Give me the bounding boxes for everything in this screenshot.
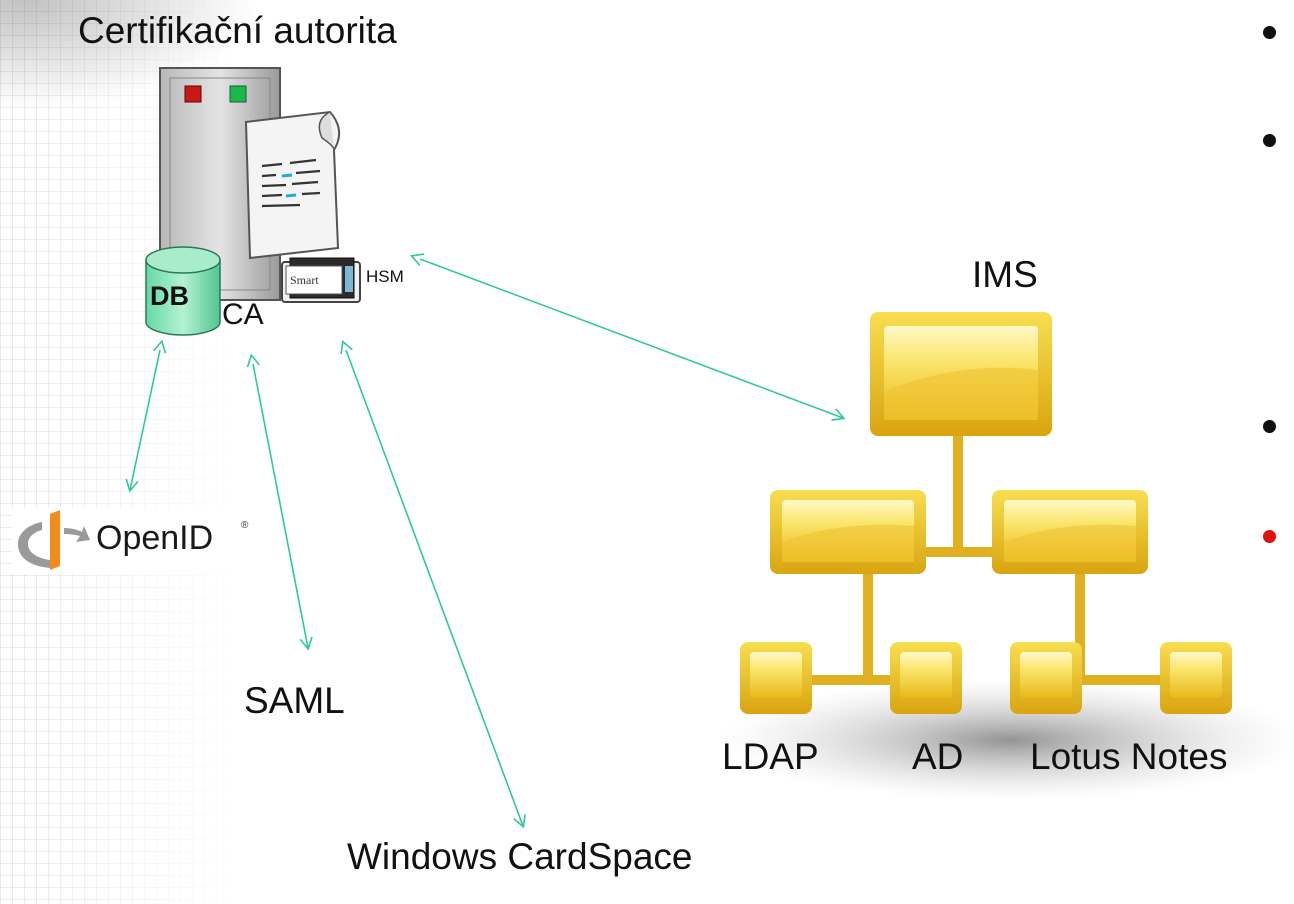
openid-logo: OpenID ® bbox=[12, 508, 262, 574]
openid-label: OpenID bbox=[96, 519, 214, 557]
ad-label: AD bbox=[912, 736, 964, 777]
db-label: DB bbox=[150, 281, 189, 311]
bullet-2 bbox=[1263, 134, 1276, 147]
ims-hierarchy-icon bbox=[720, 312, 1294, 800]
ca-label: CA bbox=[222, 298, 264, 331]
database-icon bbox=[145, 246, 221, 336]
arrow-hsm-ims bbox=[410, 253, 846, 421]
bullet-3 bbox=[1263, 420, 1276, 433]
ims-label: IMS bbox=[972, 254, 1038, 295]
hsm-label: HSM bbox=[366, 267, 404, 286]
arrow-ca-cardspace bbox=[340, 339, 526, 829]
ldap-label: LDAP bbox=[722, 736, 819, 777]
lotus-notes-label: Lotus Notes bbox=[1030, 736, 1228, 777]
bullet-1 bbox=[1263, 26, 1276, 39]
openid-registered-mark: ® bbox=[241, 520, 249, 531]
ca-title: Certifikační autorita bbox=[78, 10, 397, 51]
connection-arrows bbox=[125, 253, 846, 829]
hsm-card-text: Smart bbox=[290, 273, 319, 287]
cardspace-label: Windows CardSpace bbox=[347, 836, 693, 877]
saml-label: SAML bbox=[244, 680, 345, 721]
bullet-4-red bbox=[1263, 530, 1276, 543]
arrow-ca-saml bbox=[246, 353, 313, 651]
arrow-db-openid bbox=[125, 339, 167, 493]
certificate-document-icon bbox=[244, 110, 341, 260]
hsm-card-icon: Smart bbox=[281, 257, 361, 303]
openid-icon bbox=[18, 510, 90, 570]
